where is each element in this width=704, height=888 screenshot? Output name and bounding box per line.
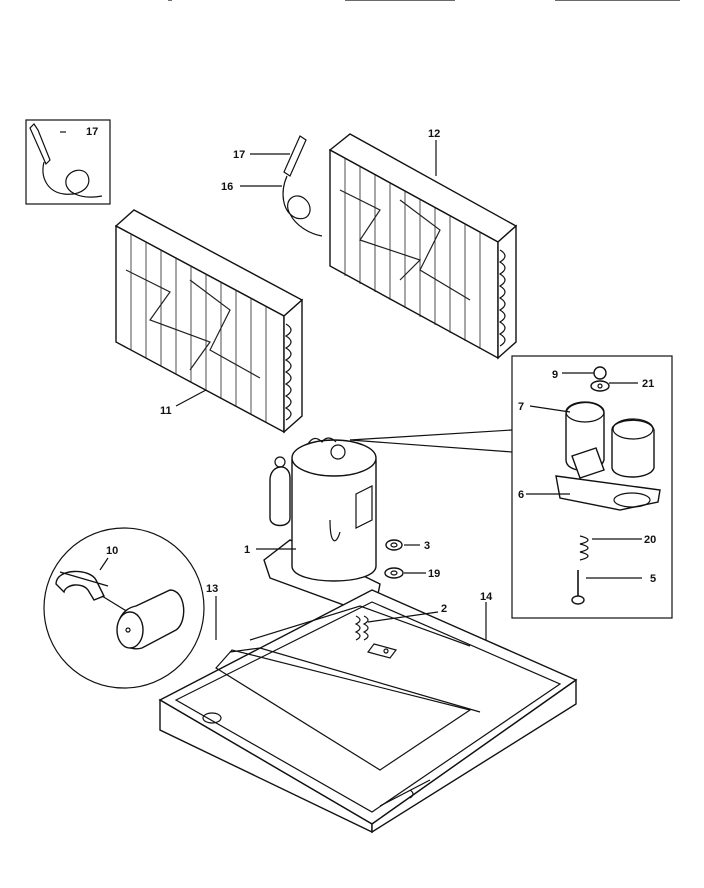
condenser-coil bbox=[328, 133, 518, 360]
inset-pointer-top bbox=[349, 429, 513, 441]
callout-20: 20 bbox=[644, 534, 656, 546]
grommet-and-washer bbox=[384, 539, 426, 579]
callout-17: 17 bbox=[233, 149, 245, 161]
callout-16: 16 bbox=[221, 181, 233, 193]
callout-11: 11 bbox=[160, 405, 172, 417]
spring-mount bbox=[354, 615, 369, 641]
callout-13: 13 bbox=[206, 583, 218, 595]
callout-3: 3 bbox=[424, 540, 430, 552]
thermostat-inset-box bbox=[25, 119, 111, 205]
callout-7: 7 bbox=[518, 401, 524, 413]
capacitor-detail-circle bbox=[43, 527, 205, 689]
callout-9: 9 bbox=[552, 369, 558, 381]
callout-2: 2 bbox=[441, 603, 447, 615]
callout-19: 19 bbox=[428, 568, 440, 580]
evaporator-coil bbox=[114, 209, 304, 434]
leader-11 bbox=[175, 389, 207, 407]
mounting-parts-inset-box bbox=[511, 355, 673, 619]
callout-10: 10 bbox=[106, 545, 118, 557]
callout-6: 6 bbox=[518, 489, 524, 501]
leader-2 bbox=[367, 611, 439, 623]
callout-5: 5 bbox=[650, 573, 656, 585]
callout-21: 21 bbox=[642, 378, 654, 390]
callout-12: 12 bbox=[428, 128, 440, 140]
leader-10 bbox=[99, 557, 109, 571]
compressor bbox=[263, 437, 381, 609]
base-pan bbox=[158, 589, 578, 834]
thermostat-sensing-bulb bbox=[240, 135, 323, 237]
callout-14: 14 bbox=[480, 591, 493, 603]
inset-pointer-bottom bbox=[349, 439, 513, 453]
callout-17-inset: 17 bbox=[86, 126, 98, 138]
callout-1: 1 bbox=[244, 544, 250, 556]
